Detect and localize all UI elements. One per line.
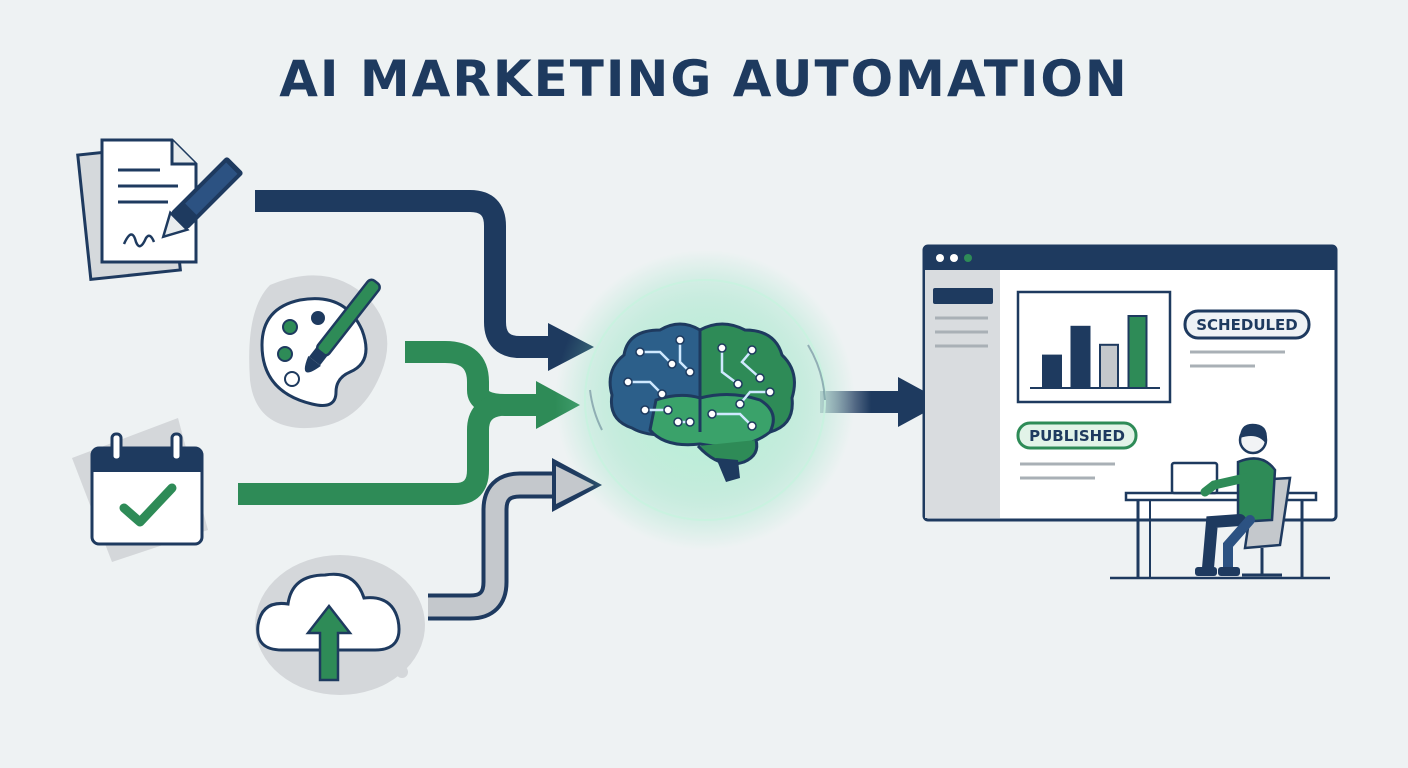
- window-sidebar: [925, 270, 1000, 518]
- cloud-upload-icon: [255, 555, 425, 695]
- mini-chart-bar: [1042, 354, 1062, 390]
- laptop-icon: [1170, 461, 1219, 495]
- mini-chart-bar: [1070, 325, 1091, 389]
- diagram-title: AI MARKETING AUTOMATION: [279, 50, 1129, 108]
- published-badge: PUBLISHED: [1016, 421, 1138, 450]
- window-dot-icon: [950, 254, 958, 262]
- window-dot-icon: [964, 254, 972, 262]
- flow-arrow-upload: [428, 458, 602, 621]
- published-badge-text: PUBLISHED: [1029, 427, 1125, 445]
- flow-arrow-schedule: [238, 394, 503, 505]
- mini-chart-bars: [1042, 315, 1148, 390]
- mini-chart-bar: [1099, 343, 1119, 389]
- design-palette-icon: [249, 275, 388, 429]
- person-at-desk-illustration: [1110, 423, 1330, 580]
- dashboard-window: SCHEDULED PUBLISHED: [922, 244, 1338, 522]
- scheduled-badge: SCHEDULED: [1183, 309, 1311, 340]
- window-dot-icon: [936, 254, 944, 262]
- ai-brain-circuit-icon: [555, 250, 855, 550]
- content-writing-icon: [76, 138, 243, 282]
- mini-chart-bar: [1127, 315, 1148, 389]
- scheduled-badge-text: SCHEDULED: [1196, 316, 1298, 334]
- calendar-check-icon: [72, 418, 208, 562]
